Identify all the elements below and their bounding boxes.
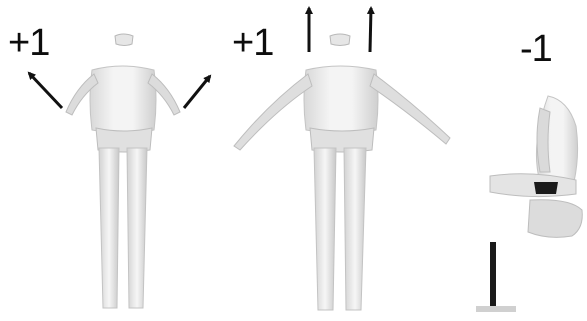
left-leg-left xyxy=(99,148,119,308)
middle-torso xyxy=(304,66,378,133)
middle-head xyxy=(330,34,350,46)
right-figure xyxy=(476,96,582,312)
right-stand-base xyxy=(476,306,516,312)
left-torso xyxy=(90,66,156,133)
panel-label-middle: +1 xyxy=(232,24,273,62)
right-hand xyxy=(534,182,558,194)
panel-label-left: +1 xyxy=(8,24,49,62)
left-head xyxy=(115,34,133,46)
right-arm xyxy=(537,108,550,172)
arrow-icon xyxy=(29,73,62,108)
panel-label-right: -1 xyxy=(520,30,552,68)
right-shin xyxy=(528,200,582,238)
right-stand xyxy=(490,242,496,312)
left-figure xyxy=(29,34,210,308)
arrow-icon xyxy=(184,76,210,108)
middle-leg-right xyxy=(344,148,366,310)
arrow-icon xyxy=(370,8,371,52)
middle-arm-left xyxy=(234,74,312,150)
left-leg-right xyxy=(127,148,147,308)
right-thigh xyxy=(490,174,576,197)
middle-arm-right xyxy=(370,74,450,144)
middle-leg-left xyxy=(314,148,336,310)
